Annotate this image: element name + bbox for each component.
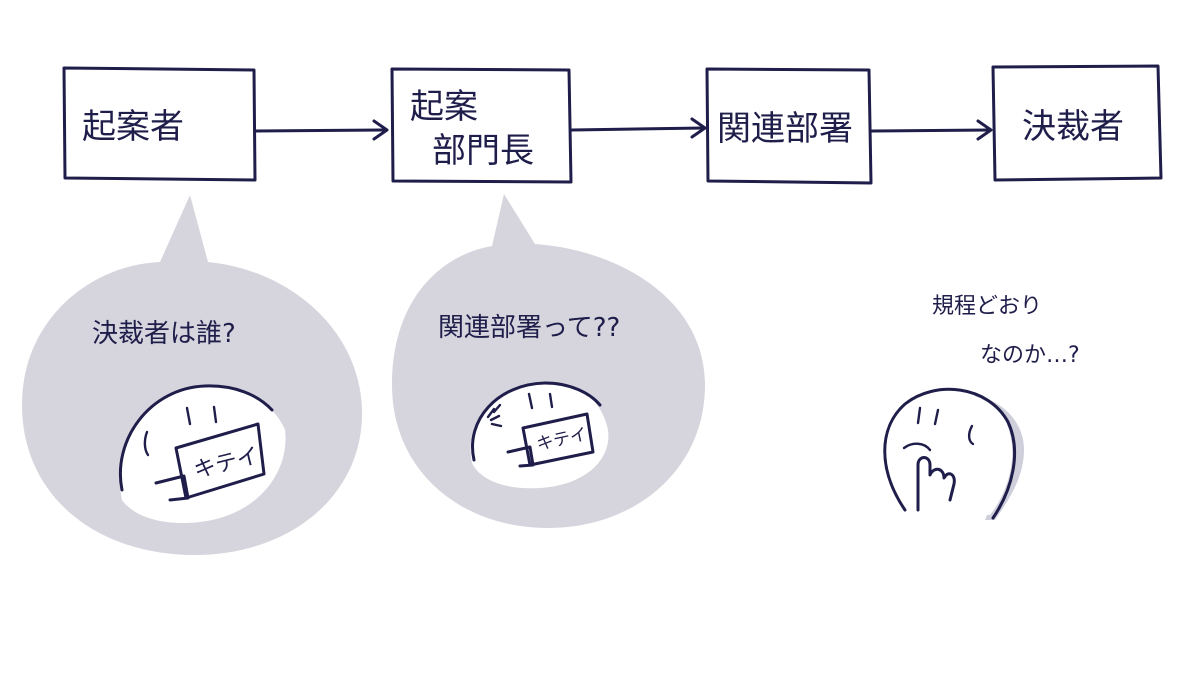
flow-step-approver-label: 決裁者 [1022, 107, 1124, 147]
flow-step-dept-head: 起案 部門長 [390, 67, 573, 184]
flow-step-proposer: 起案者 [62, 66, 257, 182]
thinking-person-text-line2: なのか…? [980, 343, 1080, 368]
arrow-1 [254, 119, 389, 141]
flow-step-approver: 決裁者 [991, 64, 1163, 182]
thinking-person-text-line1: 規程どおり [932, 294, 1042, 319]
speech-bubble-1: 決裁者は誰? キテイ [22, 195, 363, 555]
arrow-2 [570, 117, 707, 139]
speech-bubble-2-text: 関連部署って?? [438, 313, 620, 343]
thinking-person: 規程どおり なのか…? [883, 294, 1080, 520]
speech-bubble-2-person: キテイ [470, 381, 609, 489]
flow-step-dept-head-label-line2: 部門長 [432, 131, 534, 171]
speech-bubble-2: 関連部署って?? キテイ [392, 194, 705, 528]
speech-bubble-1-person: キテイ [119, 384, 286, 524]
speech-bubble-1-text: 決裁者は誰? [92, 319, 236, 349]
flow-step-related-dept-label: 関連部署 [717, 109, 853, 149]
speech-bubble-2-shape [392, 194, 705, 528]
flow-step-related-dept: 関連部署 [705, 67, 873, 185]
flow-step-proposer-label: 起案者 [82, 107, 184, 147]
flow-step-dept-head-label-line1: 起案 [410, 87, 478, 127]
arrow-3 [870, 119, 993, 141]
